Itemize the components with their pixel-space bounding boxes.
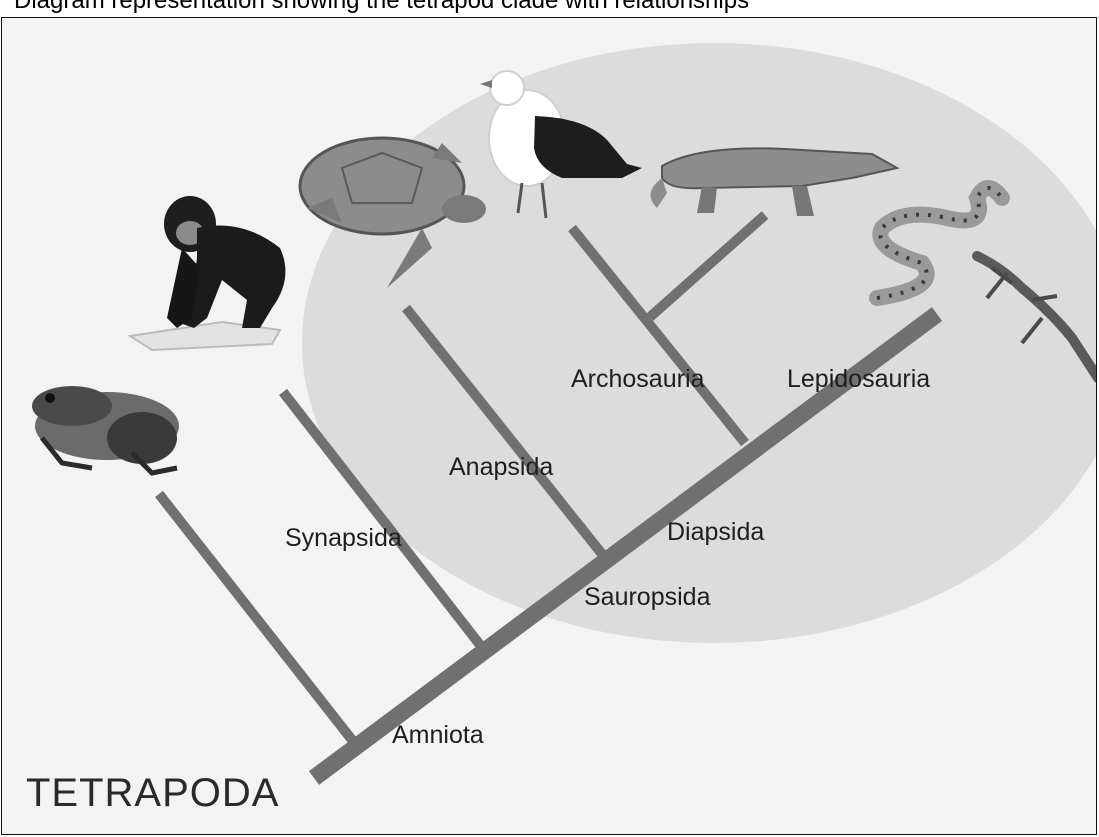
caption-strip: Diagram representation showing the tetra… — [0, 0, 1099, 18]
label-anapsida: Anapsida — [449, 453, 553, 482]
sauropsida-highlight-circle — [302, 43, 1097, 643]
caption-text: Diagram representation showing the tetra… — [14, 0, 749, 15]
label-amniota: Amniota — [392, 721, 484, 750]
label-sauropsida: Sauropsida — [584, 583, 710, 612]
cladogram-figure: Archosauria Lepidosauria Anapsida Diapsi… — [1, 17, 1097, 835]
label-synapsida: Synapsida — [285, 524, 402, 553]
label-diapsida: Diapsida — [667, 518, 764, 547]
label-archosauria: Archosauria — [571, 365, 704, 394]
cladogram-svg — [2, 18, 1097, 835]
label-lepidosauria: Lepidosauria — [787, 365, 930, 394]
frog-icon — [32, 386, 179, 473]
label-tetrapoda: TETRAPODA — [26, 771, 279, 816]
chimpanzee-icon — [130, 196, 285, 350]
